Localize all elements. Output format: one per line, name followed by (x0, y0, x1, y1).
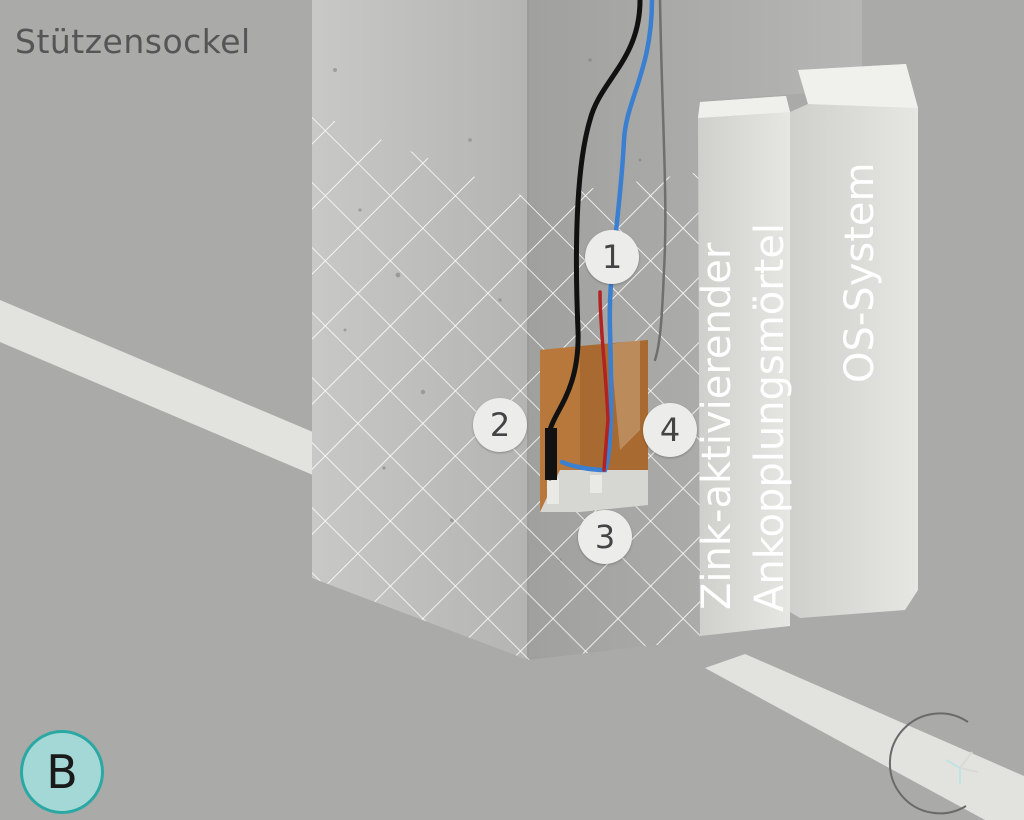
os-layer (790, 64, 918, 618)
label-os-system: OS-System (837, 162, 883, 383)
os-layer-top (798, 64, 918, 108)
anode-cavity (540, 340, 648, 512)
mortar-layer (698, 96, 790, 636)
cable-black (547, 0, 643, 481)
marker-3: 3 (578, 510, 632, 564)
cables (545, 0, 667, 481)
figure-badge: B (20, 730, 104, 814)
logo-arc-icon (888, 712, 979, 815)
mortar-layer-top (698, 96, 790, 118)
page-title: Stützensockel (15, 22, 251, 61)
marker-1: 1 (585, 230, 639, 284)
cable-grey (653, 0, 667, 362)
marker-2: 2 (473, 398, 527, 452)
label-ankopplungsmoertel: Ankopplungsmörtel (747, 222, 793, 612)
floor-strip-right (705, 654, 1024, 820)
label-zink-aktivierender: Zink-aktivierender (694, 242, 740, 610)
cable-black-sleeve (545, 428, 557, 480)
cable-red (598, 290, 610, 472)
floor-strip-left (0, 300, 320, 478)
marker-4: 4 (643, 403, 697, 457)
